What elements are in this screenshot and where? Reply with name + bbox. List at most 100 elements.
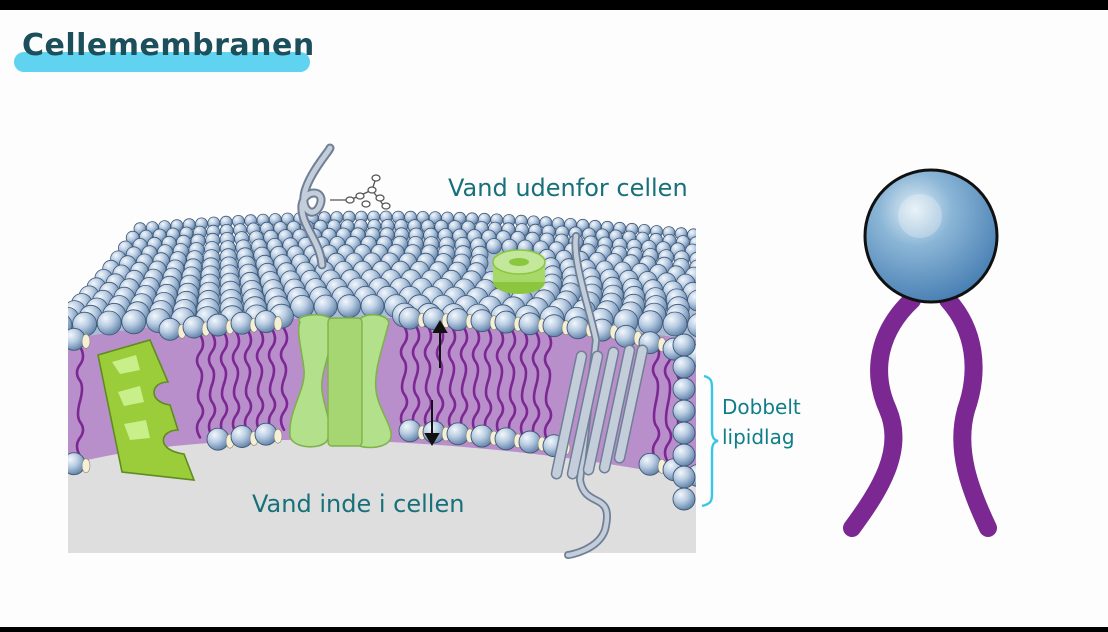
- lipid-tail: [195, 333, 205, 388]
- lipid-tail: [423, 325, 433, 380]
- lipid-head: [470, 309, 494, 333]
- flip-flop-arrows: [424, 320, 448, 446]
- lipid-tail: [651, 342, 661, 403]
- slide: Cellemembranen: [0, 10, 1108, 627]
- peripheral-protein-icon: [492, 249, 546, 294]
- lipid-tail: [483, 380, 493, 435]
- lipid-head: [121, 309, 147, 335]
- lipid-tail: [399, 375, 409, 430]
- lipid-head: [68, 452, 86, 476]
- lipid-tail: [543, 331, 553, 389]
- label-outside-water: Vand udenfor cellen: [448, 174, 688, 202]
- glycerol-link: [706, 351, 714, 365]
- lipid-head: [672, 377, 696, 401]
- lipid-tail: [531, 330, 541, 387]
- lipid-head: [206, 313, 230, 337]
- glycerol-link: [81, 333, 91, 349]
- bilayer-bracket: [701, 374, 719, 508]
- lipid-head: [638, 310, 663, 336]
- lipid-tail: [219, 331, 229, 385]
- side-head-column: [672, 333, 696, 511]
- lipid-tail: [267, 378, 277, 432]
- lipid-head: [687, 313, 696, 338]
- lipid-head: [182, 315, 206, 339]
- lipid-tail: [483, 327, 493, 383]
- lipid-head: [230, 425, 254, 448]
- lipid-tail: [471, 327, 481, 382]
- lipid-head: [687, 289, 696, 312]
- lipid-head: [672, 355, 696, 379]
- lipid-head: [398, 306, 422, 330]
- lipid-tail: [507, 382, 517, 438]
- label-bilayer: Dobbelt lipidlag: [722, 392, 801, 452]
- lipid-tail: [231, 381, 241, 435]
- label-bilayer-line1: Dobbelt: [722, 395, 801, 419]
- lipid-tail: [399, 324, 409, 379]
- lipid-head: [485, 238, 502, 255]
- lipid-tail: [651, 400, 661, 461]
- lipid-tail: [219, 382, 229, 437]
- lipid-head: [672, 465, 696, 489]
- lipid-tail: [75, 399, 85, 458]
- lipid-tail: [519, 383, 529, 439]
- lipid-tail: [75, 345, 85, 403]
- membrane-diagram: [68, 143, 999, 559]
- lipid-tails: [75, 324, 685, 466]
- label-inside-water: Vand inde i cellen: [252, 490, 465, 518]
- lipid-head: [518, 312, 542, 336]
- phospholipid-icon: [843, 168, 999, 537]
- lipid-tail: [543, 385, 553, 443]
- transmembrane-receptor-icon: [97, 339, 196, 481]
- lipid-head: [337, 294, 362, 319]
- lipid-tail: [447, 326, 457, 381]
- lipid-head: [542, 314, 566, 338]
- lipid-tail: [243, 380, 253, 434]
- lipid-tail: [267, 327, 277, 382]
- lipid-head: [398, 419, 422, 443]
- lipid-head: [494, 427, 518, 451]
- lipid-tail: [495, 381, 505, 437]
- lipid-tail: [411, 376, 421, 430]
- lipid-head: [68, 327, 86, 351]
- lipid-tail: [435, 377, 445, 432]
- lipid-tail: [195, 384, 205, 439]
- lipid-tail: [435, 325, 445, 380]
- lipid-head: [672, 333, 696, 357]
- lipid-tail: [459, 378, 469, 433]
- glycoprotein-icon: [297, 143, 391, 270]
- lipid-head: [254, 310, 278, 334]
- lipid-head: [158, 317, 182, 341]
- lipid-tail: [663, 402, 673, 464]
- lipid-tail: [279, 377, 289, 432]
- lipid-tail: [255, 328, 265, 382]
- lipid-head: [446, 308, 470, 332]
- glycerol-link: [81, 458, 91, 474]
- lipid-tail: [447, 377, 457, 432]
- title-highlight: [14, 52, 310, 72]
- multipass-protein-icon: [550, 232, 649, 559]
- lipid-tail: [207, 332, 217, 387]
- glycerol-link: [273, 316, 283, 331]
- lipid-head: [672, 421, 696, 445]
- lipid-tail: [507, 329, 517, 385]
- lipid-tail: [255, 379, 265, 433]
- channel-protein-icon: [289, 314, 392, 449]
- lipid-tail: [519, 330, 529, 386]
- lipid-tail: [471, 379, 481, 434]
- lipid-tail: [459, 326, 469, 381]
- lipid-head: [672, 399, 696, 423]
- lipid-head: [662, 311, 688, 337]
- lipid-head: [494, 310, 518, 334]
- lipid-head: [230, 311, 254, 335]
- lipid-head: [446, 422, 470, 446]
- title-block: Cellemembranen: [14, 26, 315, 72]
- page-title: Cellemembranen: [22, 28, 315, 63]
- lipid-tail: [207, 383, 217, 438]
- glycerol-link: [273, 428, 283, 444]
- lipid-tail: [279, 327, 289, 381]
- lipid-tail: [531, 384, 541, 441]
- lipid-head: [614, 324, 638, 348]
- lipid-head: [470, 424, 494, 448]
- label-bilayer-line2: lipidlag: [722, 425, 795, 449]
- lipid-head: [566, 316, 590, 340]
